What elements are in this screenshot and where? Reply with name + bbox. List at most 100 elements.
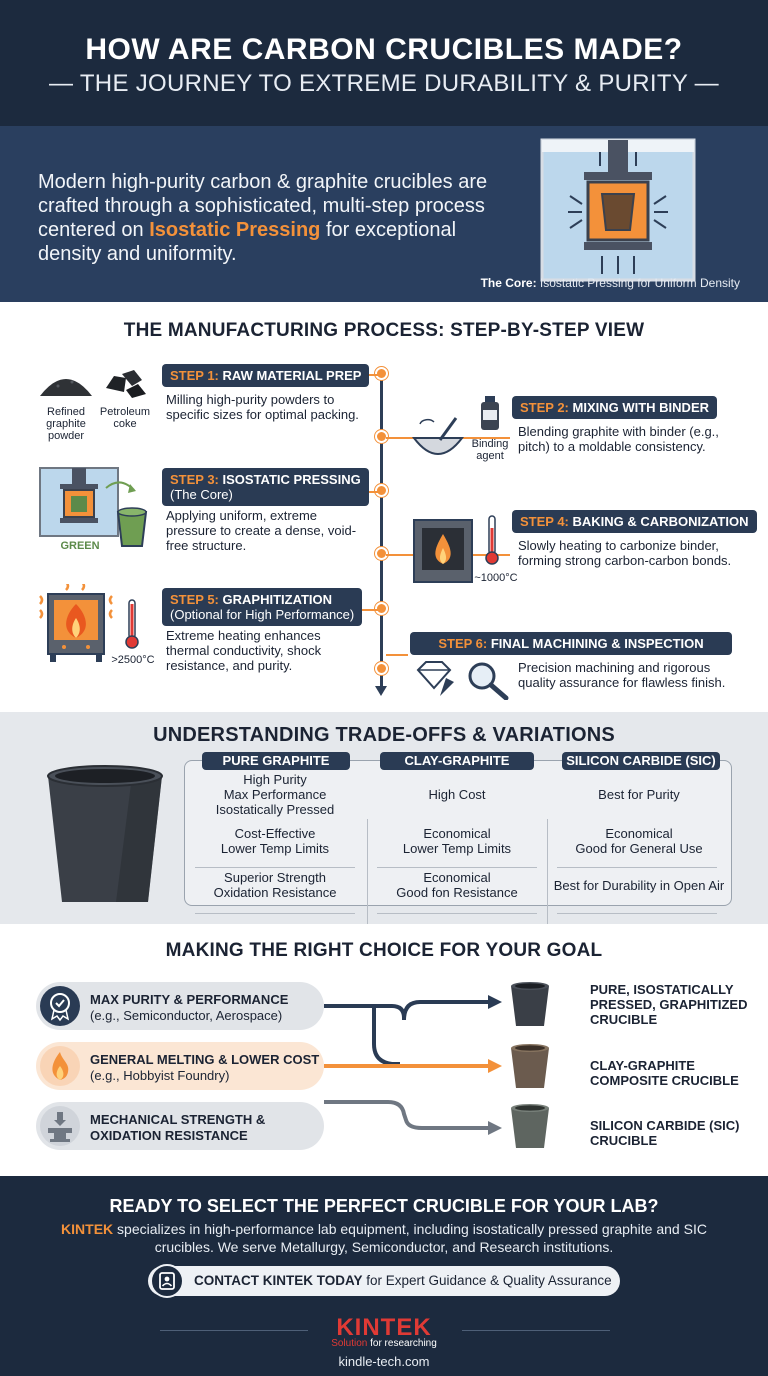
- sic-crucible-icon: [511, 1104, 549, 1148]
- magnifier-icon: [468, 662, 509, 700]
- step-2-label: STEP 2: MIXING WITH BINDER: [512, 396, 718, 419]
- petroleum-coke-icon: [106, 370, 146, 398]
- cell-r2-c2: Economical Lower Temp Limits: [402, 826, 512, 856]
- contact-card-icon: [150, 1264, 184, 1298]
- intro-section: Modern high-purity carbon & graphite cru…: [0, 126, 768, 302]
- step-6-label: STEP 6: FINAL MACHINING & INSPECTION: [410, 632, 732, 655]
- footer-body-text: specializes in high-performance lab equi…: [113, 1221, 707, 1255]
- footer-brand: KINTEK: [61, 1221, 114, 1237]
- mixing-bowl-icon: [411, 417, 465, 455]
- logo-tagline: Solution for researching: [0, 1338, 768, 1349]
- footer-divider-left: [160, 1330, 308, 1331]
- column-header-pure-graphite: PURE GRAPHITE: [202, 752, 350, 770]
- step-6-desc: Precision machining and rigorous quality…: [518, 660, 726, 690]
- goal-2-sub: (e.g., Hobbyist Foundry): [90, 1068, 230, 1083]
- kiln-icon: [413, 519, 473, 583]
- caption-binding: Binding agent: [471, 438, 509, 462]
- award-badge-icon: [40, 986, 80, 1026]
- step-2-num: STEP 2:: [520, 400, 569, 415]
- footer-body: KINTEK specializes in high-performance l…: [60, 1220, 708, 1256]
- row-separator: [377, 867, 537, 868]
- timeline-node-6: [375, 662, 388, 675]
- step-5-label: STEP 5: GRAPHITIZATION(Optional for High…: [162, 588, 363, 626]
- caption-green: GREEN: [60, 540, 100, 552]
- contact-bold: CONTACT KINTEK TODAY: [194, 1273, 363, 1288]
- col-separator: [367, 819, 368, 951]
- step-6-title: FINAL MACHINING & INSPECTION: [490, 636, 704, 651]
- goal-3-title: MECHANICAL STRENGTH &: [90, 1112, 266, 1127]
- tagline-b: for researching: [367, 1338, 437, 1349]
- timeline-arrow: [375, 686, 387, 696]
- step-4-label: STEP 4: BAKING & CARBONIZATION: [512, 510, 757, 533]
- connector-6: [386, 654, 408, 656]
- timeline-node-2: [375, 430, 388, 443]
- tradeoffs-title: UNDERSTANDING TRADE-OFFS & VARIATIONS: [153, 724, 615, 746]
- clay-graphite-crucible-icon: [511, 1044, 549, 1088]
- timeline-node-5: [375, 602, 388, 615]
- step-1-label: STEP 1: RAW MATERIAL PREP: [162, 364, 370, 387]
- process-section: THE MANUFACTURING PROCESS: STEP-BY-STEP …: [0, 302, 768, 712]
- step-3-label: STEP 3: ISOSTATIC PRESSING(The Core): [162, 468, 369, 506]
- goal-2-title: GENERAL MELTING & LOWER COST: [90, 1052, 320, 1067]
- thermometer-hot-icon: [125, 599, 139, 649]
- goal-max-purity[interactable]: MAX PURITY & PERFORMANCE (e.g., Semicond…: [36, 982, 324, 1030]
- result-2: CLAY-GRAPHITE COMPOSITE CRUCIBLE: [590, 1058, 739, 1088]
- step-5-sub: (Optional for High Performance): [170, 607, 355, 622]
- thermometer-icon: [485, 515, 499, 565]
- caption-graphite: Refined graphite powder: [46, 406, 86, 442]
- contact-rest: for Expert Guidance & Quality Assurance: [362, 1273, 612, 1288]
- step-5-num: STEP 5:: [170, 592, 219, 607]
- cell-r3-c3: Best for Durability in Open Air: [553, 878, 725, 893]
- graphite-powder-icon: [40, 379, 92, 396]
- flame-icon: [40, 1046, 80, 1086]
- graphite-crucible-icon: [47, 765, 163, 902]
- anvil-press-icon: [40, 1106, 80, 1146]
- step-2-title: MIXING WITH BINDER: [572, 400, 710, 415]
- goal-3-sub: OXIDATION RESISTANCE: [90, 1128, 248, 1143]
- timeline-node-3: [375, 484, 388, 497]
- step-5-title: GRAPHITIZATION: [222, 592, 333, 607]
- intro-highlight: Isostatic Pressing: [149, 219, 321, 241]
- header: HOW ARE CARBON CRUCIBLES MADE? — THE JOU…: [0, 0, 768, 126]
- page-subtitle: — THE JOURNEY TO EXTREME DURABILITY & PU…: [49, 70, 719, 97]
- step-1-num: STEP 1:: [170, 368, 219, 383]
- footer-divider-right: [462, 1330, 610, 1331]
- column-header-clay-graphite: CLAY-GRAPHITE: [380, 752, 534, 770]
- tradeoff-table: [184, 760, 732, 951]
- row-separator: [195, 913, 355, 914]
- row-separator: [557, 867, 717, 868]
- step-5-desc: Extreme heating enhances thermal conduct…: [166, 628, 322, 673]
- column-header-sic: SILICON CARBIDE (SIC): [562, 752, 720, 770]
- green-crucible-icon: [105, 481, 148, 547]
- goal-mechanical-strength[interactable]: MECHANICAL STRENGTH & OXIDATION RESISTAN…: [36, 1102, 324, 1150]
- website-link[interactable]: kindle-tech.com: [338, 1354, 430, 1369]
- footer: READY TO SELECT THE PERFECT CRUCIBLE FOR…: [0, 1176, 768, 1376]
- caption-rest: Isostatic Pressing for Uniform Density: [536, 276, 740, 290]
- contact-button[interactable]: CONTACT KINTEK TODAY for Expert Guidance…: [148, 1264, 620, 1298]
- step-1-title: RAW MATERIAL PREP: [222, 368, 362, 383]
- step-2-desc: Blending graphite with binder (e.g., pit…: [518, 424, 719, 454]
- step-1-desc: Milling high-purity powders to specific …: [166, 392, 359, 422]
- step-3-title: ISOSTATIC PRESSING: [222, 472, 361, 487]
- row-separator: [557, 913, 717, 914]
- row-separator: [195, 867, 355, 868]
- choice-section: MAKING THE RIGHT CHOICE FOR YOUR GOAL MA…: [0, 924, 768, 1176]
- intro-caption: The Core: Isostatic Pressing for Uniform…: [481, 276, 740, 290]
- isostatic-press-small-icon: [39, 467, 119, 537]
- goal-1-sub: (e.g., Semiconductor, Aerospace): [90, 1008, 283, 1023]
- connector-5: [356, 609, 378, 611]
- footer-cta: READY TO SELECT THE PERFECT CRUCIBLE FOR…: [109, 1196, 659, 1216]
- cell-r3-c1: Superior Strength Oxidation Resistance: [213, 870, 337, 900]
- step-3-sub: (The Core): [170, 487, 233, 502]
- step-4-desc: Slowly heating to carbonize binder, form…: [518, 538, 732, 568]
- timeline-node-1: [375, 367, 388, 380]
- kintek-logo: KINTEK: [336, 1314, 432, 1341]
- tradeoffs-section: UNDERSTANDING TRADE-OFFS & VARIATIONS PU…: [0, 712, 768, 951]
- row-separator: [377, 913, 537, 914]
- result-3: SILICON CARBIDE (SIC) CRUCIBLE: [590, 1118, 740, 1148]
- pure-crucible-icon: [511, 982, 549, 1026]
- goal-general-melting[interactable]: GENERAL MELTING & LOWER COST (e.g., Hobb…: [36, 1042, 324, 1090]
- process-title: THE MANUFACTURING PROCESS: STEP-BY-STEP …: [123, 320, 645, 341]
- isostatic-press-diagram-icon: [540, 138, 696, 282]
